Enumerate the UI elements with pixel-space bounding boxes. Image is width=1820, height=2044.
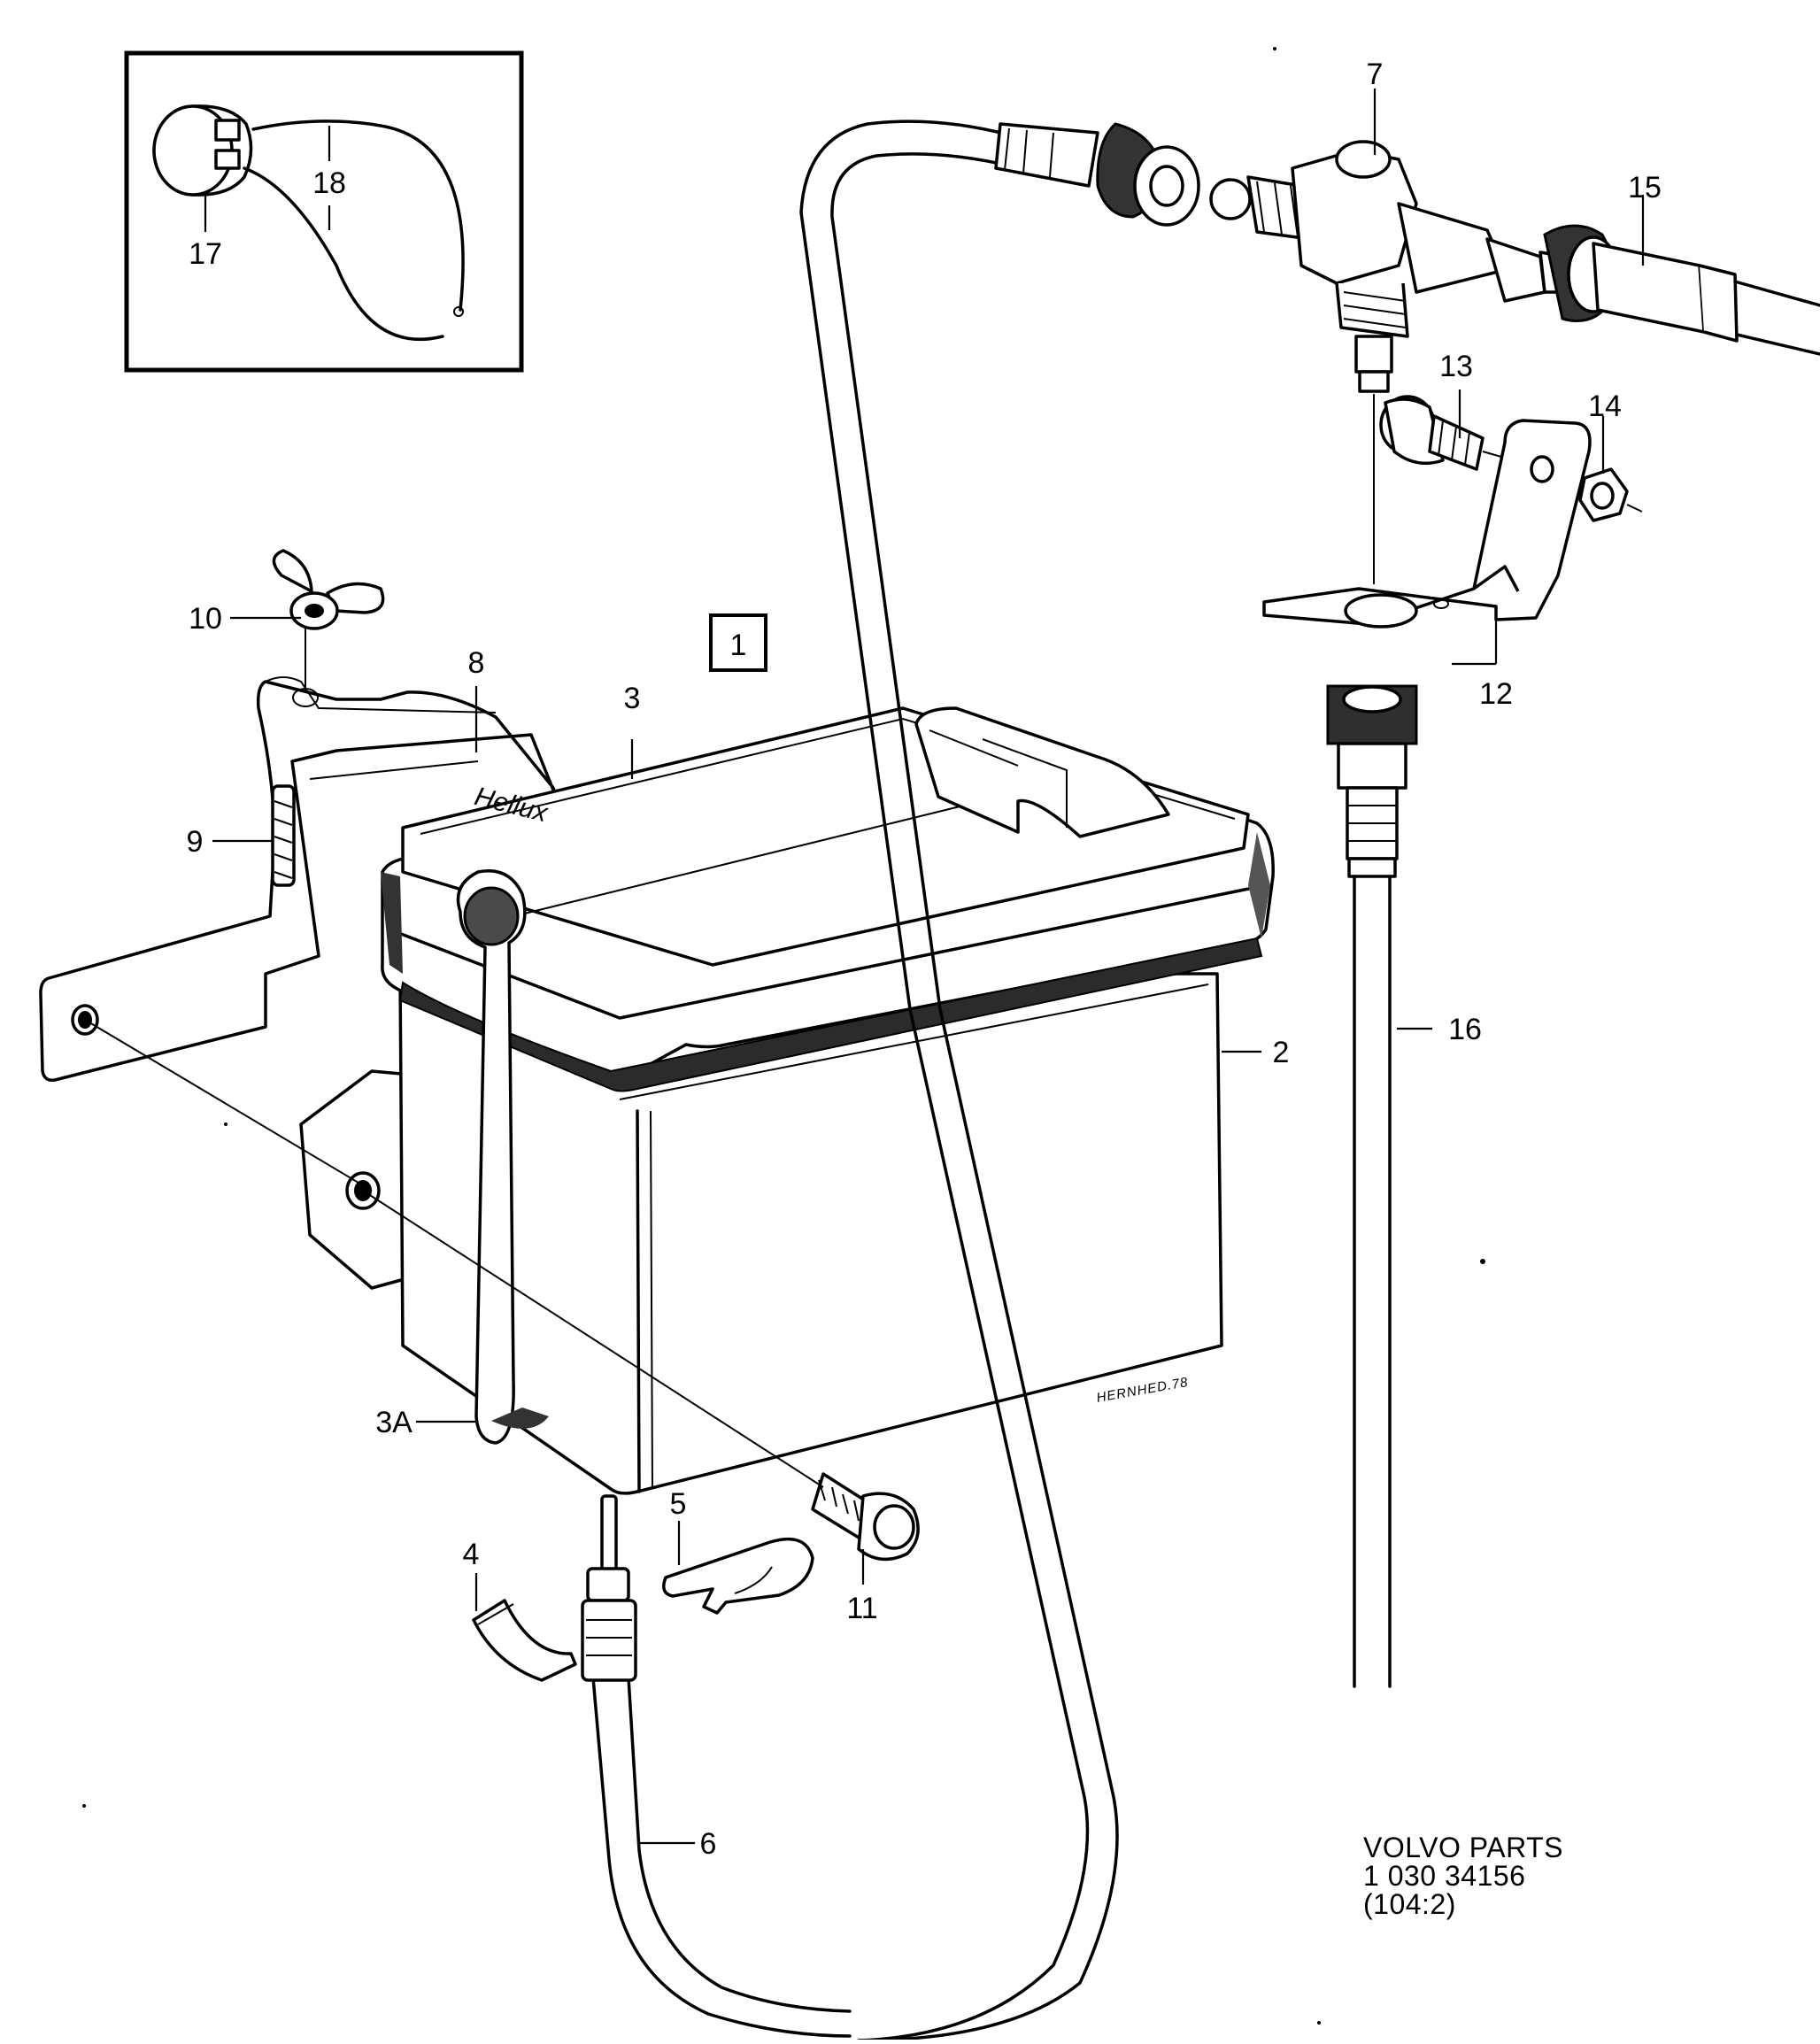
callout-9: 9 — [187, 825, 204, 859]
callout-7: 7 — [1367, 58, 1384, 91]
parts-page: (104:2) — [1363, 1888, 1456, 1920]
svg-text:1: 1 — [730, 629, 747, 662]
hose-15 — [1592, 242, 1820, 356]
callout-3a: 3A — [375, 1406, 413, 1439]
clip-4 — [472, 1599, 577, 1682]
parts-number: 1 030 34156 — [1363, 1860, 1525, 1892]
nut-14 — [1578, 467, 1629, 522]
clip-5 — [662, 1537, 814, 1615]
callout-13: 13 — [1439, 350, 1473, 383]
leaders — [212, 89, 1645, 1845]
outlet-nozzle — [581, 1494, 637, 1682]
hose-fitting-left — [994, 122, 1099, 188]
callout-labels: 7 15 13 14 12 16 2 10 9 8 3 3A 4 5 11 6 … — [187, 58, 1662, 1861]
hose-6 — [591, 1676, 852, 2038]
bolt-13 — [1379, 395, 1485, 471]
reservoir-container-2 — [398, 972, 1223, 1495]
callout-16: 16 — [1448, 1013, 1482, 1046]
bracket-axis — [84, 1019, 373, 1192]
callout-15: 15 — [1628, 171, 1662, 204]
callout-8: 8 — [468, 646, 485, 680]
bolt-11-axis — [362, 1190, 824, 1488]
hose-loop — [799, 120, 1119, 2042]
callout-4: 4 — [463, 1538, 480, 1571]
nut-fitting-left — [1096, 122, 1200, 227]
callout-5: 5 — [670, 1487, 687, 1521]
hose-16 — [1326, 684, 1418, 1688]
parts-reference: VOLVO PARTS 1 030 34156 (104:2) — [1363, 1832, 1563, 1920]
wing-nut-10 — [272, 549, 385, 630]
callout-17: 17 — [189, 237, 222, 271]
reference-box: 1 — [709, 613, 767, 672]
callout-12: 12 — [1479, 677, 1513, 711]
artist-signature: HERNHED.78 — [1095, 1375, 1189, 1406]
callout-2: 2 — [1273, 1036, 1290, 1069]
t-connector-7 — [1209, 140, 1569, 393]
reservoir-lid-3 — [381, 706, 1275, 1092]
stud-9 — [271, 784, 296, 887]
cap-17 — [152, 104, 253, 197]
strap-18 — [243, 120, 465, 342]
callout-10: 10 — [189, 602, 222, 636]
callout-14: 14 — [1588, 390, 1622, 423]
callout-11: 11 — [846, 1592, 877, 1625]
callout-6: 6 — [700, 1827, 717, 1861]
parts-brand: VOLVO PARTS — [1363, 1832, 1563, 1863]
strap-3a — [456, 869, 549, 1445]
inset-detail-frame — [124, 50, 524, 373]
bolt-11 — [811, 1472, 920, 1562]
callout-3: 3 — [624, 682, 641, 715]
bracket-12 — [1262, 419, 1592, 629]
bracket-8 — [39, 676, 559, 1083]
callout-18: 18 — [312, 166, 346, 200]
stray-marks — [82, 47, 1485, 2025]
nut-14-axis — [1626, 504, 1643, 513]
